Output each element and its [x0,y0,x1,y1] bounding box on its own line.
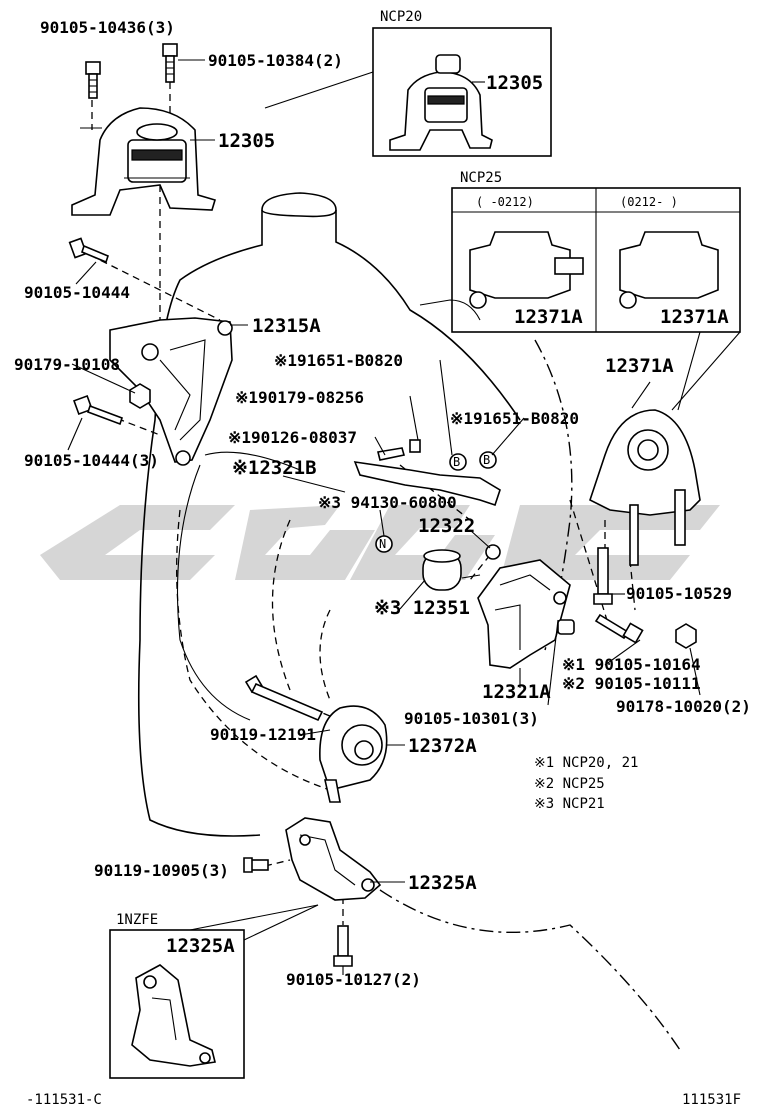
leader-lines [67,59,701,975]
stopper-12322 [485,544,501,560]
label-nut-90178-10020: 90178-10020(2) [616,697,751,716]
label-bolt-90119-10905: 90119-10905(3) [94,861,229,880]
damper-12351 [422,549,481,591]
label-ref-90105-10164: ※1 90105-10164 [562,655,701,674]
bolt-90105-10164 [594,613,644,644]
inset-1nzfe [109,904,319,1079]
bolt-90105-10436 [85,61,101,99]
bracket-12315A [109,317,233,466]
label-part-12322: 12322 [418,515,475,537]
bolt-90105-10384 [162,43,178,83]
label-ref-12321B: ※12321B [232,457,317,479]
bolt-90119-12191 [244,674,324,722]
label-ref-90105-10111: ※2 90105-10111 [562,674,701,693]
label-part-12371A: 12371A [605,355,674,377]
circle-marker-b2: B [479,451,497,469]
label-bracket-12325A: 12325A [408,872,477,894]
inset-ncp25 [451,187,741,411]
label-mount-top: 12305 [218,130,275,152]
bracket-12321A [477,559,575,669]
label-ncp20-title: NCP20 [380,9,422,25]
label-bolt-top-left: 90105-10436(3) [40,18,175,37]
label-inzfe-title: 1NZFE [116,912,158,928]
label-ncp20-part: 12305 [486,72,543,94]
bolt-90119-10905 [243,857,269,873]
label-ref-191651-right: ※191651-B0820 [450,409,579,428]
label-bolt-90105-10529: 90105-10529 [626,584,732,603]
bolt-90105-10444-3 [73,395,124,426]
label-bolt-top-mid: 90105-10384(2) [208,51,343,70]
label-mount-12372A: 12372A [408,735,477,757]
label-ncp25-part1: 12371A [514,306,583,328]
nut-90179-10108 [129,383,151,409]
bracket-12325A [285,817,382,901]
label-ref-94130: ※3 94130-60800 [318,493,457,512]
mount-12371A [589,409,701,566]
label-bolt-90105-10127: 90105-10127(2) [286,970,421,989]
label-note1: ※1 NCP20, 21 [534,755,638,771]
label-bolt-90105-10444: 90105-10444 [24,283,130,302]
label-ncp25-col1: ( -0212) [476,195,534,209]
label-note2: ※2 NCP25 [534,776,605,792]
label-ncp25-title: NCP25 [460,170,502,186]
label-part-12351: ※3 12351 [374,597,470,619]
label-nut-90179-10108: 90179-10108 [14,355,120,374]
label-note3: ※3 NCP21 [534,796,605,812]
label-bolt-90105-10301: 90105-10301(3) [404,709,539,728]
footer-right-code: 111531F [682,1092,741,1108]
mount-12372A [319,705,388,803]
engine-mount-12305 [71,107,216,216]
footer-left-code: -111531-C [26,1092,102,1108]
label-inzfe-part: 12325A [166,935,235,957]
circle-b2-text: B [483,453,490,467]
part-labels: 90105-10436(3) 90105-10384(2) 12305 NCP2… [14,9,751,1108]
bracket-12321B [353,439,501,507]
circle-marker-b1: B [449,453,467,471]
label-ncp25-col2: (0212- ) [620,195,678,209]
circle-n-text: N [379,537,386,551]
label-ref-190179: ※190179-08256 [235,388,364,407]
bolt-90105-10529 [593,547,613,605]
bolt-90105-10444 [68,237,109,264]
circle-b1-text: B [453,455,460,469]
nut-90178-10020 [675,623,697,649]
engine-outline [137,192,521,837]
label-ref-191651-top: ※191651-B0820 [274,351,403,370]
label-ref-190126: ※190126-08037 [228,428,357,447]
label-bracket-12315A: 12315A [252,315,321,337]
label-ncp25-part2: 12371A [660,306,729,328]
circle-marker-n: N [375,535,393,553]
label-bolt-90105-10444-3: 90105-10444(3) [24,451,159,470]
bolt-90105-10127 [333,925,353,967]
watermark-logo [40,505,720,580]
inset-ncp20 [264,27,552,157]
label-bolt-90119-12191: 90119-12191 [210,725,316,744]
label-bracket-12321A: 12321A [482,681,551,703]
